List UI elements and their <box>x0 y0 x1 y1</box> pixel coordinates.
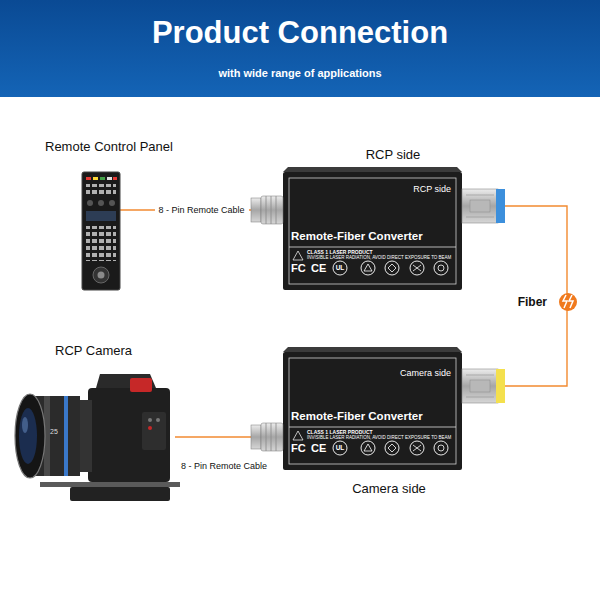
camera-baseplate <box>70 487 170 501</box>
camera: RCP Camera <box>15 370 175 505</box>
camera-button <box>148 418 152 422</box>
panel-button <box>107 177 112 180</box>
cert-mark-text: CE <box>311 263 326 274</box>
camera-heading: RCP Camera <box>55 344 132 357</box>
panel-button <box>86 177 91 180</box>
fiber-icon-mark <box>563 295 573 308</box>
lens-glass <box>19 408 37 464</box>
panel-joystick <box>93 267 109 283</box>
cable-label: 8 - Pin Remote Cable <box>154 205 248 216</box>
cert-mark-text: UL <box>335 265 345 272</box>
converter-box: RCP sideRCP sideRemote-Fiber ConverterCL… <box>283 172 462 290</box>
panel-button-grid <box>86 184 116 196</box>
product-name: Remote-Fiber Converter <box>291 231 423 243</box>
remote-plug <box>251 423 283 451</box>
panel-knob <box>98 200 104 206</box>
header-band <box>0 0 600 97</box>
side-heading: RCP side <box>343 148 443 161</box>
control-panel: Remote Control Panel <box>82 172 120 290</box>
subtitle: with wide range of applications <box>150 68 450 79</box>
fiber-label: Fiber <box>514 295 551 309</box>
product-name: Remote-Fiber Converter <box>291 411 423 423</box>
laser-class: CLASS 1 LASER PRODUCT <box>307 430 373 435</box>
laser-warning: INVISIBLE LASER RADIATION, AVOID DIRECT … <box>307 256 451 261</box>
camera-button <box>156 418 160 422</box>
lens-marking: 25 <box>50 428 58 435</box>
sfp-tab <box>496 369 505 403</box>
panel-button <box>113 177 117 180</box>
converter-box: Camera sideRemote-Fiber ConverterCLASS 1… <box>283 352 462 470</box>
laser-class: CLASS 1 LASER PRODUCT <box>307 250 373 255</box>
lens-front <box>15 394 45 478</box>
sfp-module <box>462 189 498 223</box>
camera-side-panel <box>142 412 166 450</box>
camera-rod <box>40 482 180 487</box>
laser-warning: INVISIBLE LASER RADIATION, AVOID DIRECT … <box>307 436 451 441</box>
remote-plug <box>251 196 283 224</box>
cert-mark-text: UL <box>335 445 345 452</box>
page-title: Product Connection <box>0 17 600 48</box>
cert-mark-text: CE <box>311 443 326 454</box>
cable-label: 8 - Pin Remote Cable <box>177 461 271 472</box>
fiber-line <box>462 206 567 386</box>
panel-knob <box>87 200 93 206</box>
fiber-icon <box>559 293 577 311</box>
camera-accent <box>130 378 152 392</box>
panel-joystick-cap <box>98 272 105 279</box>
side-heading: Camera side <box>339 482 439 495</box>
converter-illustration <box>283 167 462 290</box>
camera-body <box>88 388 170 482</box>
sfp-module <box>462 369 498 403</box>
panel-heading: Remote Control Panel <box>45 140 173 153</box>
camera-button <box>148 426 152 430</box>
panel-display <box>86 211 116 221</box>
sfp-tab <box>496 189 505 223</box>
panel-button-grid <box>86 226 116 261</box>
side-marking: RCP side <box>393 185 451 194</box>
converter-illustration <box>283 347 462 470</box>
lens-ring <box>64 396 68 476</box>
control-panel-body <box>82 172 120 290</box>
cert-mark-text: FC <box>291 443 306 454</box>
cert-mark-text: FC <box>291 263 306 274</box>
panel-knob <box>109 200 115 206</box>
side-marking: Camera side <box>383 369 451 378</box>
lens-glint <box>22 417 28 433</box>
panel-button <box>93 177 98 180</box>
lens-mount <box>78 400 92 472</box>
panel-button <box>100 177 105 180</box>
